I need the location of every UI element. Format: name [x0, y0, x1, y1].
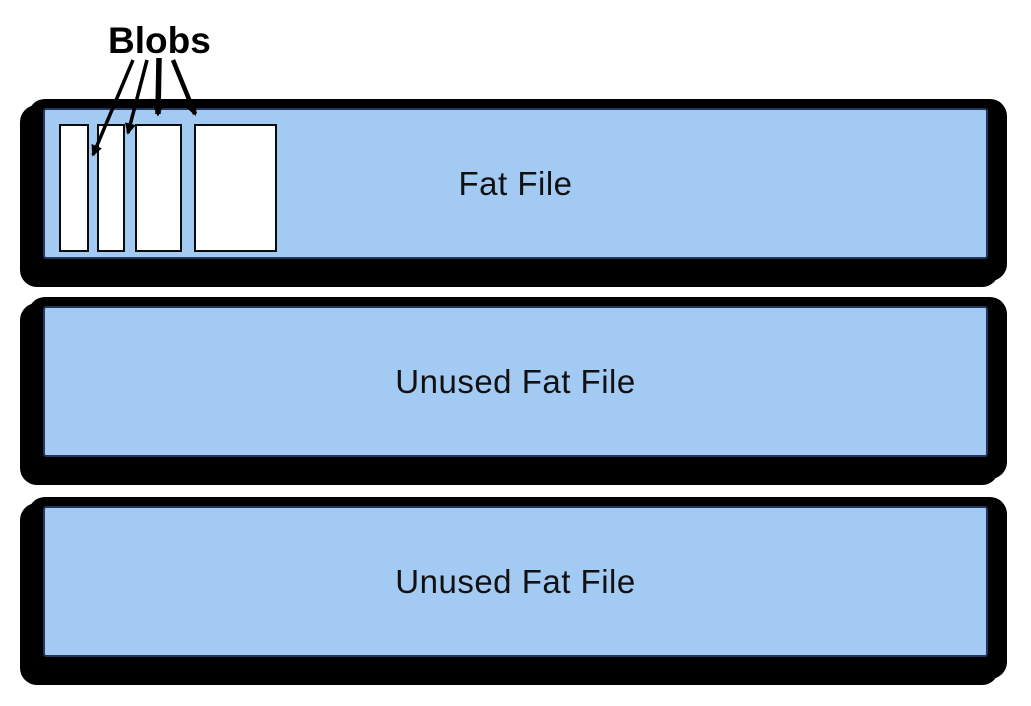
bar-label: Unused Fat File	[395, 362, 636, 400]
unused-fat-file-bar-2: Unused Fat File	[28, 497, 1007, 679]
blob-rect-1	[59, 124, 89, 252]
unused-fat-file-bar-1: Unused Fat File	[28, 297, 1007, 479]
bar-label: Fat File	[458, 164, 573, 202]
fat-file-bar: Fat File	[28, 99, 1007, 281]
fat-file-bar-fill: Fat File	[43, 108, 988, 259]
blob-rect-3	[135, 124, 182, 252]
unused-fat-file-bar-2-fill: Unused Fat File	[43, 506, 988, 657]
blobs-callout-label: Blobs	[108, 20, 211, 61]
bar-label: Unused Fat File	[395, 562, 636, 600]
unused-fat-file-bar-1-fill: Unused Fat File	[43, 306, 988, 457]
blob-rect-4	[194, 124, 277, 252]
blob-rect-2	[97, 124, 125, 252]
